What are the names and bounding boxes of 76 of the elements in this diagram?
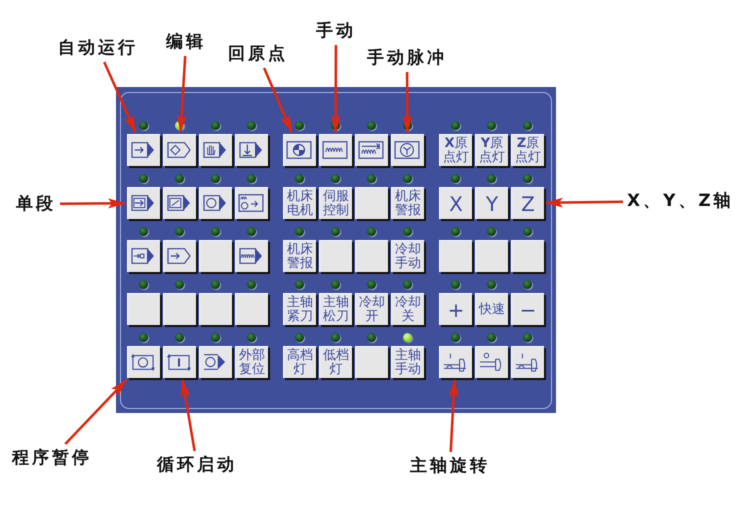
- key-button: [163, 134, 196, 166]
- arrow: [180, 379, 196, 452]
- key-button: +: [439, 293, 472, 325]
- key-button: 冷却手动: [391, 240, 424, 272]
- key-button: [475, 346, 508, 378]
- key-button: [355, 187, 388, 219]
- callout-label: 编辑: [166, 32, 206, 52]
- arrow: [262, 68, 293, 133]
- key-button: Z原点灯: [511, 134, 544, 166]
- arrow: [103, 62, 137, 133]
- key-button: [235, 240, 268, 272]
- key-button: 低档灯: [319, 346, 352, 378]
- key-button: [235, 187, 268, 219]
- key-button: −: [511, 293, 544, 325]
- key-button: 冷却关: [391, 293, 424, 325]
- key-button: [319, 240, 352, 272]
- key-button: [199, 134, 232, 166]
- key-button: Z: [511, 187, 544, 219]
- arrow: [545, 198, 624, 208]
- key-button: [127, 134, 160, 166]
- key-button: [199, 346, 232, 378]
- key-button: [127, 293, 160, 325]
- key-button: 冷却开: [355, 293, 388, 325]
- callout-label: 手动脉冲: [367, 48, 447, 68]
- key-button: [163, 240, 196, 272]
- key-button: [127, 187, 160, 219]
- key-button: [439, 346, 472, 378]
- key-button: [163, 293, 196, 325]
- key-button: [163, 187, 196, 219]
- key-button: 主轴手动: [391, 346, 424, 378]
- key-button: [355, 240, 388, 272]
- key-button: 快速: [475, 293, 508, 325]
- arrow: [330, 45, 341, 133]
- key-button: X: [439, 187, 472, 219]
- callout-label: 单段: [16, 194, 56, 214]
- callout-label: 程序暂停: [12, 448, 92, 468]
- callout-label: X、Y、Z轴: [627, 191, 734, 211]
- key-button: [475, 240, 508, 272]
- key-button: [235, 293, 268, 325]
- key-button: [391, 134, 424, 166]
- key-button: Y原点灯: [475, 134, 508, 166]
- arrow: [402, 72, 412, 133]
- key-button: 机床警报: [391, 187, 424, 219]
- arrow: [60, 198, 126, 208]
- key-button: [439, 240, 472, 272]
- key-button: [355, 346, 388, 378]
- key-button: 外部复位: [235, 346, 268, 378]
- key-button: 机床电机: [283, 187, 316, 219]
- key-button: [511, 346, 544, 378]
- key-button: 伺服控制: [319, 187, 352, 219]
- callout-label: 回原点: [228, 44, 288, 64]
- key-button: [163, 346, 196, 378]
- key-button: [127, 240, 160, 272]
- key-button: [355, 134, 388, 166]
- callout-label: 自动运行: [58, 38, 138, 58]
- arrow: [448, 379, 459, 452]
- key-button: 主轴松刀: [319, 293, 352, 325]
- callout-label: 手动: [316, 21, 356, 41]
- key-button: [127, 346, 160, 378]
- key-button: 高档灯: [283, 346, 316, 378]
- key-button: X原点灯: [439, 134, 472, 166]
- key-button: [235, 134, 268, 166]
- key-button: [199, 240, 232, 272]
- key-button: 主轴紧刀: [283, 293, 316, 325]
- callout-label: 主轴旋转: [410, 456, 490, 476]
- key-button: [283, 134, 316, 166]
- key-button: Y: [475, 187, 508, 219]
- key-button: [319, 134, 352, 166]
- key-button: [199, 187, 232, 219]
- arrow: [176, 56, 187, 133]
- key-button: [511, 240, 544, 272]
- control-panel: [116, 87, 556, 413]
- key-button: 机床警报: [283, 240, 316, 272]
- arrow: [64, 379, 128, 445]
- key-button: [199, 293, 232, 325]
- callout-label: 循环启动: [157, 455, 237, 475]
